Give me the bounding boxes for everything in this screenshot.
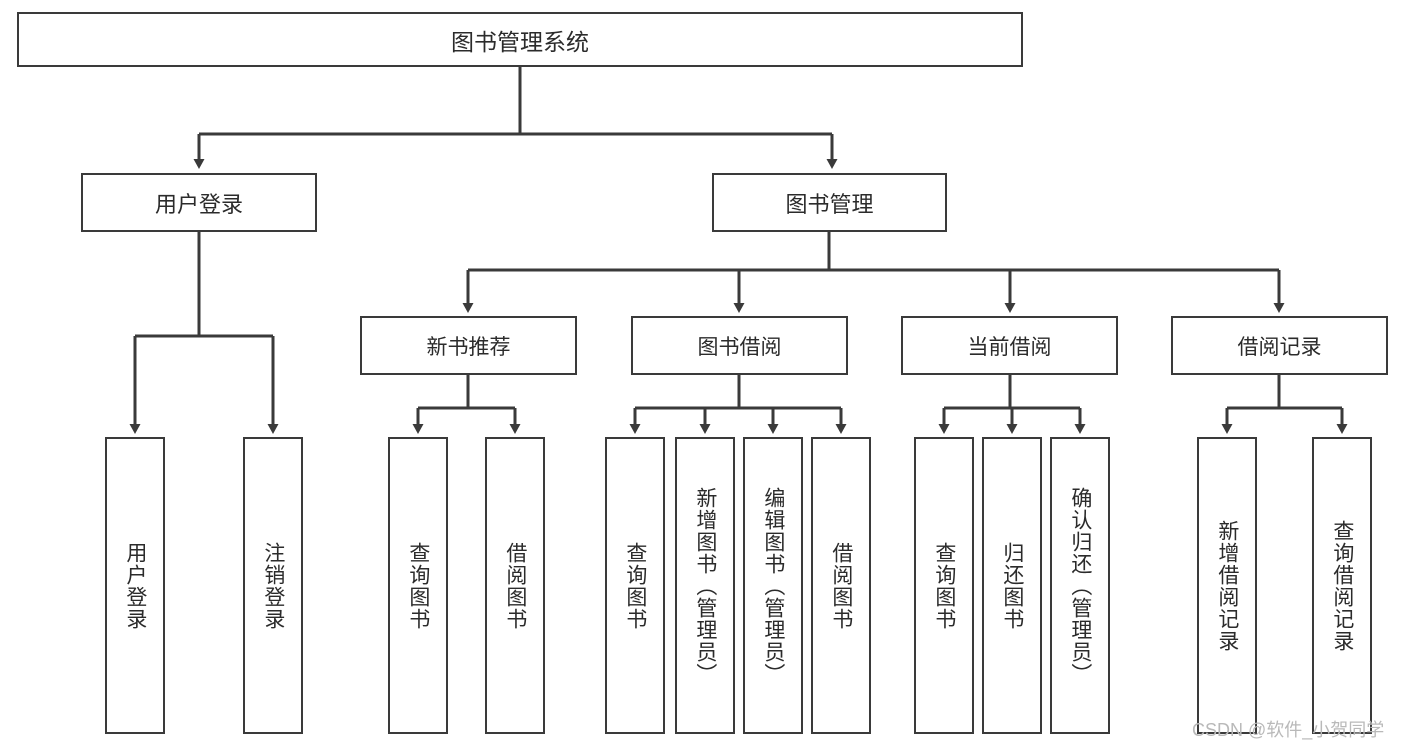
leaf-label: 查询借阅记录 xyxy=(1330,519,1354,652)
leaf-label: 编辑图书（管理员） xyxy=(761,486,785,685)
leaf-label: 归还图书 xyxy=(1000,541,1024,630)
leaf-label: 新增借阅记录 xyxy=(1215,519,1239,652)
node-label: 图书管理 xyxy=(785,191,874,217)
leaf-logout[interactable]: 注销登录 xyxy=(243,437,303,734)
leaf-borrow-book[interactable]: 借阅图书 xyxy=(811,437,871,734)
leaf-label: 查询图书 xyxy=(406,541,430,630)
leaf-add-borrow-record[interactable]: 新增借阅记录 xyxy=(1197,437,1257,734)
node-label: 当前借阅 xyxy=(967,335,1052,359)
leaf-label: 查询图书 xyxy=(623,541,647,630)
leaf-query-book-recommend[interactable]: 查询图书 xyxy=(388,437,448,734)
leaf-query-book-borrow[interactable]: 查询图书 xyxy=(605,437,665,734)
leaf-query-book-current[interactable]: 查询图书 xyxy=(914,437,974,734)
leaf-label: 确认归还（管理员） xyxy=(1068,486,1092,685)
node-book-borrow[interactable]: 图书借阅 xyxy=(631,316,848,375)
leaf-label: 新增图书（管理员） xyxy=(693,486,717,685)
node-book-management[interactable]: 图书管理 xyxy=(712,173,947,232)
watermark: CSDN @软件_小贺同学 xyxy=(1192,720,1385,740)
leaf-query-borrow-record[interactable]: 查询借阅记录 xyxy=(1312,437,1372,734)
node-current-borrow[interactable]: 当前借阅 xyxy=(901,316,1118,375)
leaf-label: 用户登录 xyxy=(123,541,147,630)
leaf-label: 借阅图书 xyxy=(829,541,853,630)
node-label: 用户登录 xyxy=(154,191,243,217)
node-label: 图书借阅 xyxy=(697,335,782,359)
leaf-borrow-book-recommend[interactable]: 借阅图书 xyxy=(485,437,545,734)
node-label: 图书管理系统 xyxy=(451,28,589,55)
node-label: 新书推荐 xyxy=(426,335,511,359)
node-borrow-record[interactable]: 借阅记录 xyxy=(1171,316,1388,375)
leaf-edit-book-admin[interactable]: 编辑图书（管理员） xyxy=(743,437,803,734)
node-user-login[interactable]: 用户登录 xyxy=(81,173,317,232)
node-root-system[interactable]: 图书管理系统 xyxy=(17,12,1023,67)
leaf-return-book[interactable]: 归还图书 xyxy=(982,437,1042,734)
node-new-book-recommend[interactable]: 新书推荐 xyxy=(360,316,577,375)
leaf-add-book-admin[interactable]: 新增图书（管理员） xyxy=(675,437,735,734)
leaf-label: 借阅图书 xyxy=(503,541,527,630)
leaf-confirm-return-admin[interactable]: 确认归还（管理员） xyxy=(1050,437,1110,734)
leaf-label: 注销登录 xyxy=(261,541,285,630)
leaf-label: 查询图书 xyxy=(932,541,956,630)
leaf-user-login[interactable]: 用户登录 xyxy=(105,437,165,734)
node-label: 借阅记录 xyxy=(1237,335,1322,359)
